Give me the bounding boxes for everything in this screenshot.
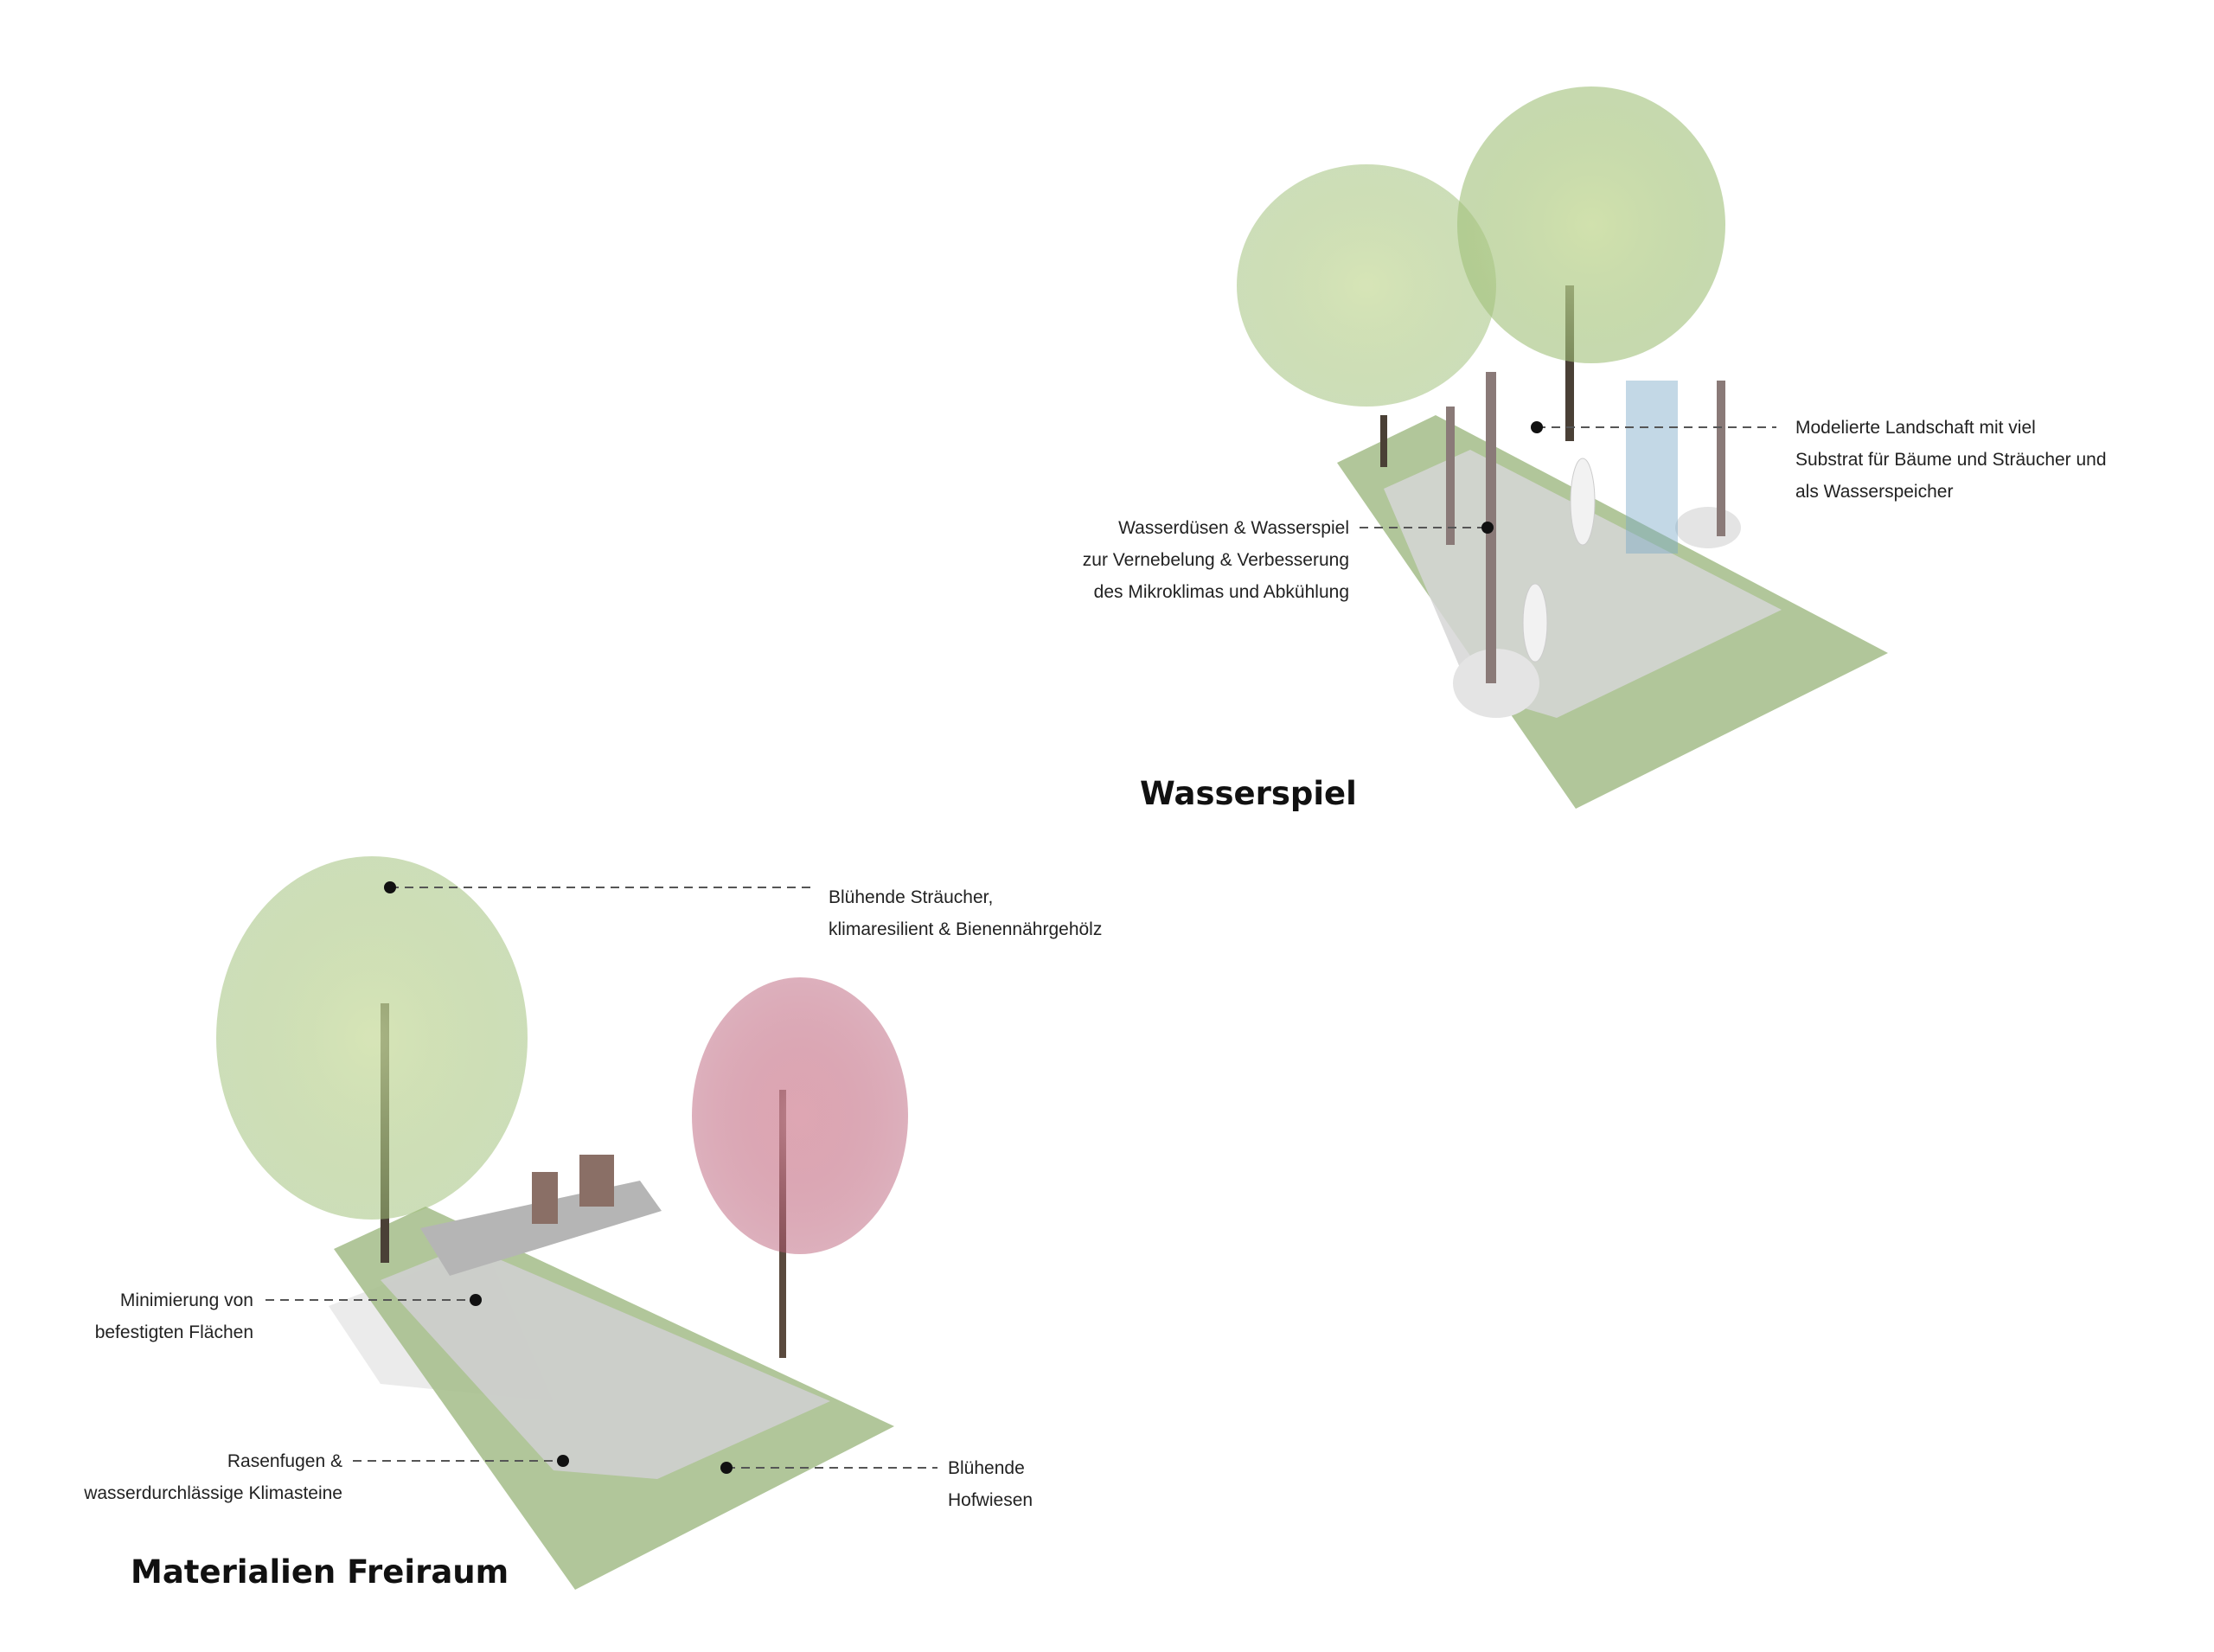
section-title-materialien-freiraum: Materialien Freiraum bbox=[131, 1553, 509, 1591]
label-line: Blühende Sträucher, bbox=[829, 887, 994, 907]
label-line: des Mikroklimas und Abkühlung bbox=[1093, 582, 1349, 602]
label-minimierung: Minimierung von befestigten Flächen bbox=[95, 1284, 253, 1348]
label-line: klimaresilient & Bienennährgehölz bbox=[829, 919, 1103, 939]
tree-crown bbox=[1457, 86, 1725, 363]
fountain-base bbox=[1675, 507, 1741, 548]
label-modelierte-landschaft: Modelierte Landschaft mit viel Substrat … bbox=[1795, 412, 2107, 508]
label-line: wasserdurchlässige Klimasteine bbox=[84, 1483, 342, 1503]
child-figure bbox=[1522, 583, 1548, 663]
label-wasserduesen: Wasserdüsen & Wasserspiel zur Vernebelun… bbox=[1083, 512, 1349, 608]
bench-back bbox=[579, 1155, 614, 1207]
label-bluehende-hofwiesen: Blühende Hofwiesen bbox=[948, 1452, 1033, 1516]
leader-dots bbox=[384, 421, 1543, 1474]
label-line: Substrat für Bäume und Sträucher und bbox=[1795, 450, 2107, 470]
label-line: Hofwiesen bbox=[948, 1490, 1033, 1510]
tree-crown bbox=[692, 977, 908, 1254]
paving-area bbox=[381, 1245, 830, 1479]
label-bluehende-straeucher: Blühende Sträucher, klimaresilient & Bie… bbox=[829, 881, 1102, 945]
water-spray bbox=[1626, 381, 1678, 554]
child-figure bbox=[1570, 458, 1596, 546]
label-line: Blühende bbox=[948, 1458, 1025, 1478]
wasserspiel-illustration bbox=[1237, 86, 1888, 809]
label-rasenfugen: Rasenfugen & wasserdurchlässige Klimaste… bbox=[84, 1445, 342, 1509]
label-line: Minimierung von bbox=[119, 1290, 253, 1310]
bench-back bbox=[532, 1172, 558, 1224]
label-line: zur Vernebelung & Verbesserung bbox=[1082, 550, 1349, 570]
label-line: Modelierte Landschaft mit viel bbox=[1795, 418, 2036, 438]
tree-crown bbox=[1237, 164, 1496, 407]
label-line: Wasserdüsen & Wasserspiel bbox=[1118, 518, 1349, 538]
water-pole bbox=[1717, 381, 1725, 536]
label-line: befestigten Flächen bbox=[94, 1322, 253, 1342]
water-pole bbox=[1446, 407, 1455, 545]
leader-lines bbox=[266, 426, 1776, 1469]
label-line: als Wasserspeicher bbox=[1795, 482, 1954, 502]
label-line: Rasenfugen & bbox=[227, 1451, 342, 1471]
section-title-wasserspiel: Wasserspiel bbox=[1140, 775, 1357, 812]
tree-crown bbox=[216, 856, 528, 1220]
